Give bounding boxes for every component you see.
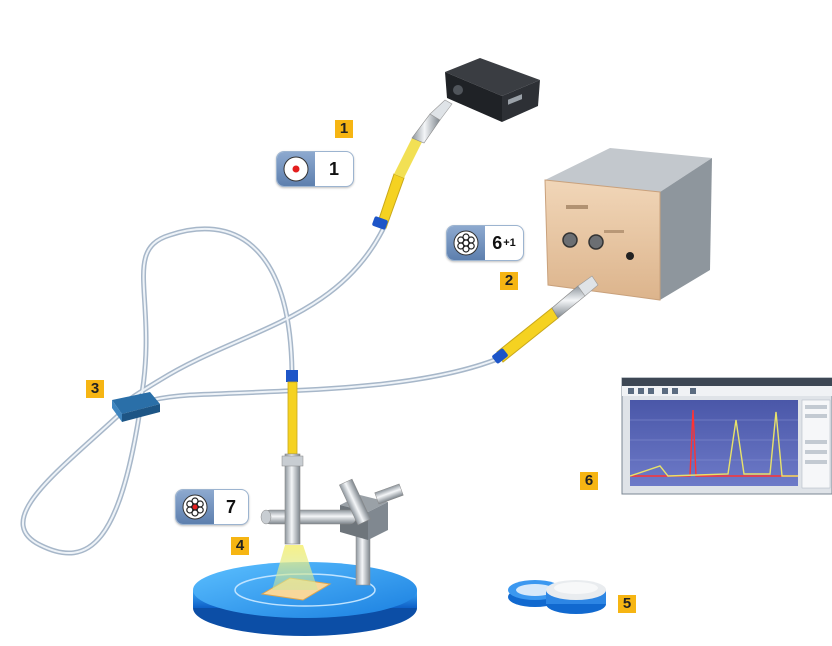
component-label-3: 3 — [86, 380, 104, 398]
component-label-1: 1 — [335, 120, 353, 138]
light-source-device — [445, 58, 540, 122]
illumination-beam — [272, 545, 318, 590]
component-label-4: 4 — [231, 537, 249, 555]
reflection-probe — [281, 370, 304, 545]
fiber-count: 6+1 — [492, 232, 516, 253]
fiber-count: 7 — [225, 496, 236, 517]
fiber-badge-7: 7 — [175, 489, 249, 525]
probe-holder-stand — [260, 478, 404, 586]
spectrometer-power-jack — [626, 252, 634, 260]
component-label-2: 2 — [500, 272, 518, 290]
fiber-bundle-icon — [447, 226, 485, 260]
light-source-connector — [372, 99, 453, 230]
fiber-cable-loop-left — [20, 407, 143, 556]
fiber-badge-6-plus-1: 6+1 — [446, 225, 524, 261]
fiber-cable-to-light-source — [119, 222, 388, 411]
component-label-6: 6 — [580, 472, 598, 490]
fiber-count: 1 — [328, 158, 339, 179]
spectrometer-port-right — [588, 234, 604, 250]
spectrometer-port-left — [562, 232, 578, 248]
software-window — [621, 377, 832, 495]
fiber-bundle-icon — [176, 490, 214, 524]
fiber-splitter — [112, 392, 160, 422]
spectrometer-connector — [492, 275, 599, 364]
fiber-badge-single: 1 — [276, 151, 354, 187]
spectrometer-device — [544, 148, 712, 301]
red-dot-circle-icon — [277, 152, 315, 186]
component-label-5: 5 — [618, 595, 636, 613]
reference-standard — [508, 580, 606, 614]
spectrum-yellow-line — [629, 411, 798, 477]
